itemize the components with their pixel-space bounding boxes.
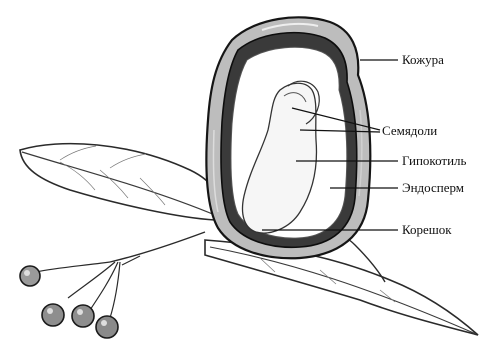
- label-radicle: Корешок: [402, 222, 452, 237]
- labels: Кожура Семядоли Гипокотиль Эндосперм Кор…: [382, 52, 467, 237]
- label-seed-coat: Кожура: [402, 52, 444, 67]
- seed-section: [206, 17, 370, 258]
- fruit-cluster: [20, 232, 205, 338]
- label-hypocotyl: Гипокотиль: [402, 153, 467, 168]
- label-endosperm: Эндосперм: [402, 180, 464, 195]
- label-cotyledons: Семядоли: [382, 123, 437, 138]
